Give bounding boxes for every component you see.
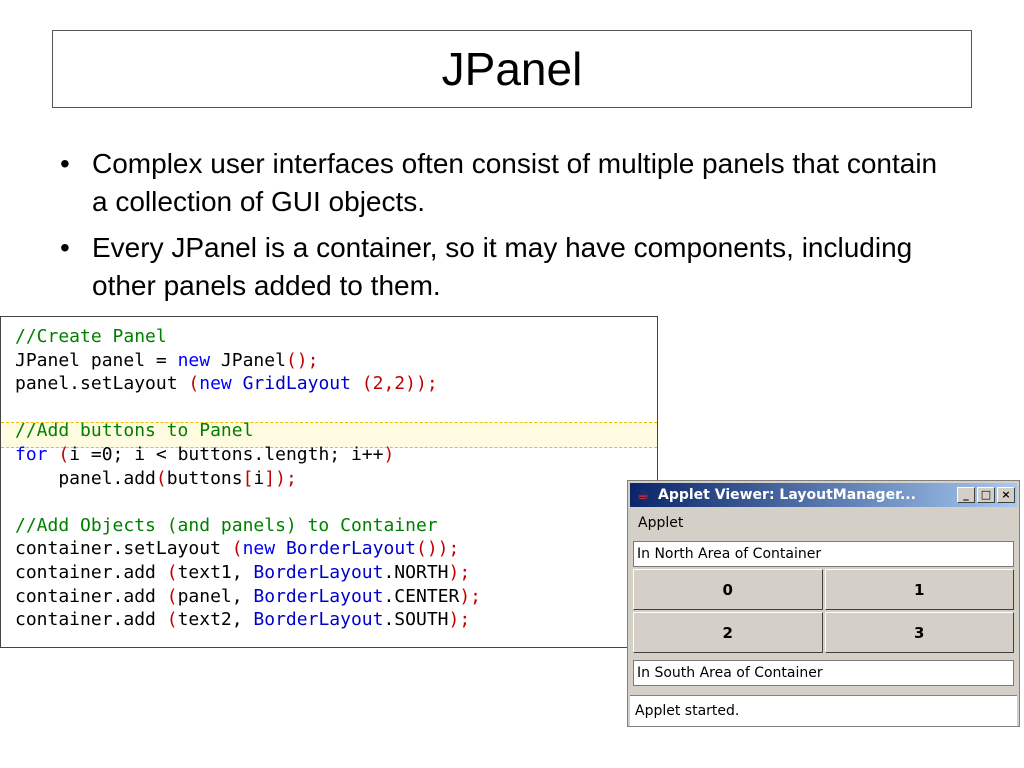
code-line: for (i =0; i < buttons.length; i++) [1,443,657,467]
code-token: [ [242,467,254,489]
code-line: panel.setLayout (new GridLayout (2,2)); [1,372,657,396]
code-token: //Add Objects (and panels) to Container [15,514,438,536]
applet-status-bar: Applet started. [630,695,1017,726]
code-token: JPanel [210,349,286,371]
code-token: i [253,467,265,489]
code-token: .NORTH [383,561,449,583]
code-highlight-band [1,422,657,448]
code-line: container.add (panel, BorderLayout.CENTE… [1,585,657,609]
code-line: JPanel panel = new JPanel(); [1,349,657,373]
code-token: panel.add [15,467,156,489]
code-token: ( [166,561,178,583]
grid-button-1[interactable]: 1 [824,569,1014,610]
code-token: BorderLayout [253,609,384,631]
north-text-field[interactable]: In North Area of Container [633,541,1014,567]
bullet-dot-icon: • [60,232,70,263]
bullet-text: Every JPanel is a container, so it may h… [92,232,913,301]
bullet-item: • Complex user interfaces often consist o… [60,145,960,221]
code-token: ); [459,585,482,607]
code-token: for [15,443,48,465]
code-line: container.add (text2, BorderLayout.SOUTH… [1,608,657,632]
code-token: i =0; i < buttons.length; i++ [69,443,384,465]
grid-button-0[interactable]: 0 [633,569,823,610]
minimize-icon[interactable]: _ [957,487,975,503]
applet-menu[interactable]: Applet [638,515,684,531]
applet-viewer-window: ☕ Applet Viewer: LayoutManager... _ □ × … [627,480,1020,727]
code-token: new [199,373,232,395]
code-token: ( [166,585,178,607]
grid-button-2[interactable]: 2 [633,612,823,653]
code-token: (2,2)); [361,373,438,395]
code-line: panel.add(buttons[i]); [1,467,657,491]
code-line: //Add Objects (and panels) to Container [1,514,657,538]
window-title: Applet Viewer: LayoutManager... [658,487,916,503]
code-token: //Create Panel [15,326,167,347]
code-token: JPanel panel = [15,349,178,371]
code-token: ()); [416,538,460,560]
code-token: .SOUTH [383,609,449,631]
code-token: container.add [15,561,167,583]
code-line: container.add (text1, BorderLayout.NORTH… [1,561,657,585]
code-token: ]); [264,467,297,489]
code-token: ); [448,609,471,631]
code-token: new [242,538,276,560]
code-token: ( [155,467,167,489]
bullet-item: • Every JPanel is a container, so it may … [60,229,960,305]
java-cup-icon: ☕ [636,487,650,503]
code-token: container.setLayout [15,538,232,560]
code-token: ( [47,443,70,465]
code-line: container.setLayout (new BorderLayout())… [1,537,657,561]
code-token: ( [188,373,200,395]
code-token: ) [383,443,395,465]
button-grid: 0 1 2 3 [633,569,1014,653]
slide-title-box: JPanel [52,30,972,108]
grid-button-3[interactable]: 3 [824,612,1014,653]
code-line [1,396,657,420]
code-token: container.add [15,585,167,607]
code-token: panel.setLayout [15,373,189,395]
code-token: text1, [177,561,254,583]
window-titlebar[interactable]: ☕ Applet Viewer: LayoutManager... _ □ × [630,483,1017,507]
close-icon[interactable]: × [997,487,1015,503]
code-token: ( [231,538,243,560]
slide-title: JPanel [441,43,583,95]
code-token: (); [285,349,319,371]
maximize-icon[interactable]: □ [977,487,995,503]
code-token: ( [166,609,178,631]
code-token: ); [448,561,471,583]
bullet-list: • Complex user interfaces often consist o… [60,145,960,313]
code-token: new [177,349,211,371]
south-text-field[interactable]: In South Area of Container [633,660,1014,686]
code-token: //Add buttons to Panel [15,420,254,442]
code-token: panel, [177,585,254,607]
code-token: container.add [15,609,167,631]
code-token: .CENTER [383,585,460,607]
code-line: //Create Panel [1,325,657,349]
code-token: BorderLayout [253,561,384,583]
code-token: text2, [177,609,254,631]
code-token: BorderLayout [253,585,384,607]
bullet-dot-icon: • [60,148,70,179]
code-token: GridLayout [231,373,362,395]
code-line [1,490,657,514]
code-line: //Add buttons to Panel [1,419,657,443]
code-token: buttons [166,467,243,489]
code-token: BorderLayout [275,538,416,560]
bullet-text: Complex user interfaces often consist of… [92,148,938,217]
